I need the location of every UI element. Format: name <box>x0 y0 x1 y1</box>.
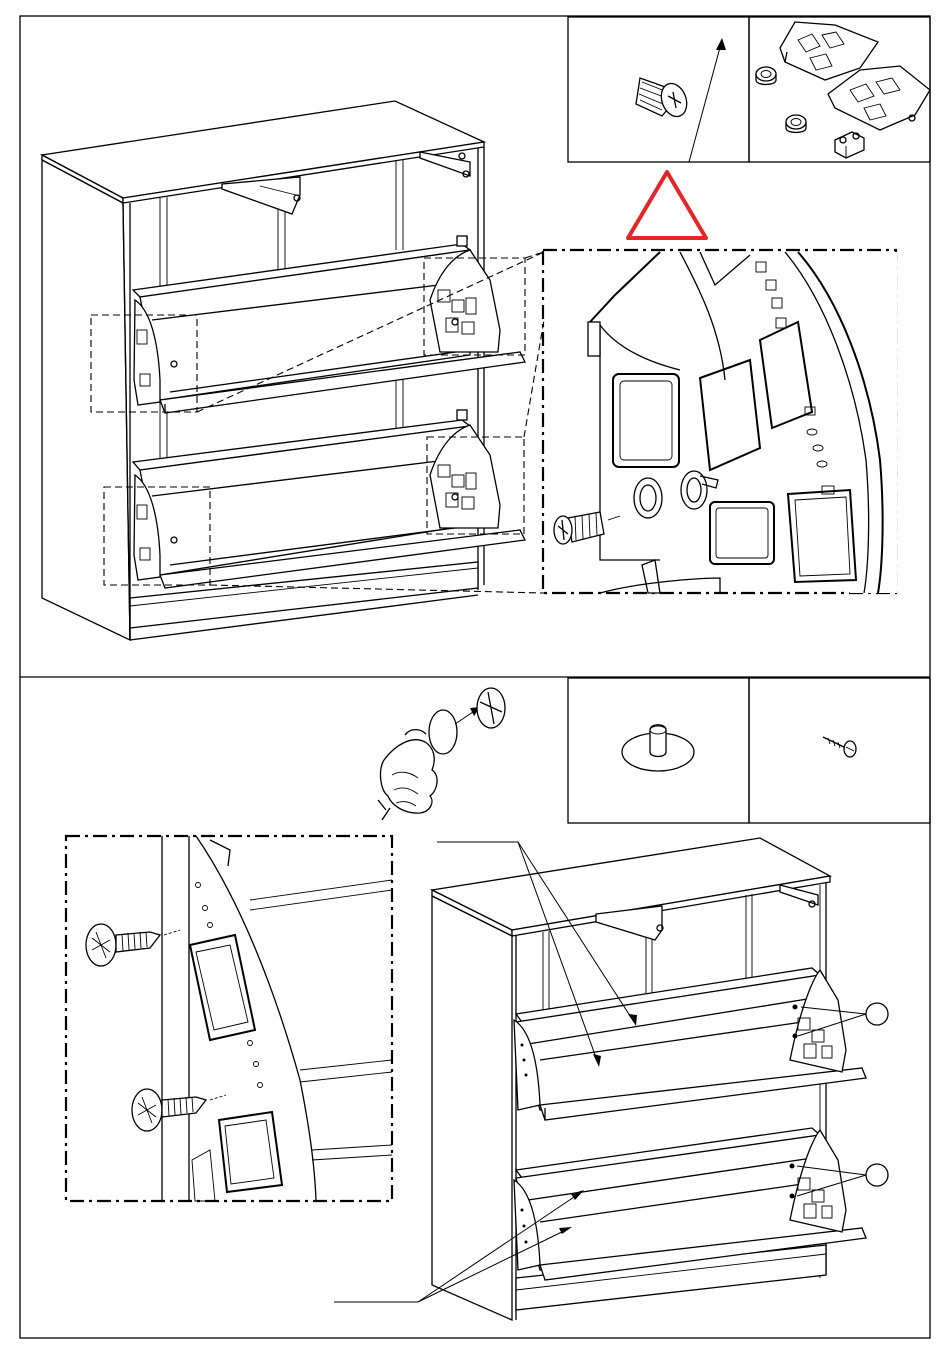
circle-callout-icon <box>866 1164 888 1186</box>
part-box-screw-connector <box>568 17 749 162</box>
warning-triangle-icon <box>628 172 706 238</box>
cabinet-drawing-bottom <box>432 838 866 1320</box>
hand-press-illustration <box>378 688 505 820</box>
circle-callout-icon <box>866 1003 888 1025</box>
part-box-wood-screw <box>749 678 930 823</box>
wood-screw-lower-icon <box>132 1089 226 1131</box>
part-box-cam-dowel <box>568 678 749 823</box>
mini-cam-icon <box>835 132 864 158</box>
hinge-fitting-icon <box>780 22 930 130</box>
plastic-bush-icon <box>756 67 806 133</box>
cabinet-drawing-top <box>42 101 525 640</box>
wood-screw-upper-icon <box>86 924 180 966</box>
cover-cap-icon <box>429 710 457 754</box>
screw-icon <box>823 737 856 757</box>
zoom-detail-screw-fixing <box>66 836 392 1201</box>
zoom-detail-hinge-mounting <box>543 250 897 593</box>
hand-press-icon <box>378 730 437 820</box>
screw-connector-detail-icon <box>554 512 620 544</box>
screw-connector-icon <box>636 78 691 120</box>
cam-head-icon <box>477 688 505 728</box>
part-box-hinge-fittings <box>749 17 930 162</box>
